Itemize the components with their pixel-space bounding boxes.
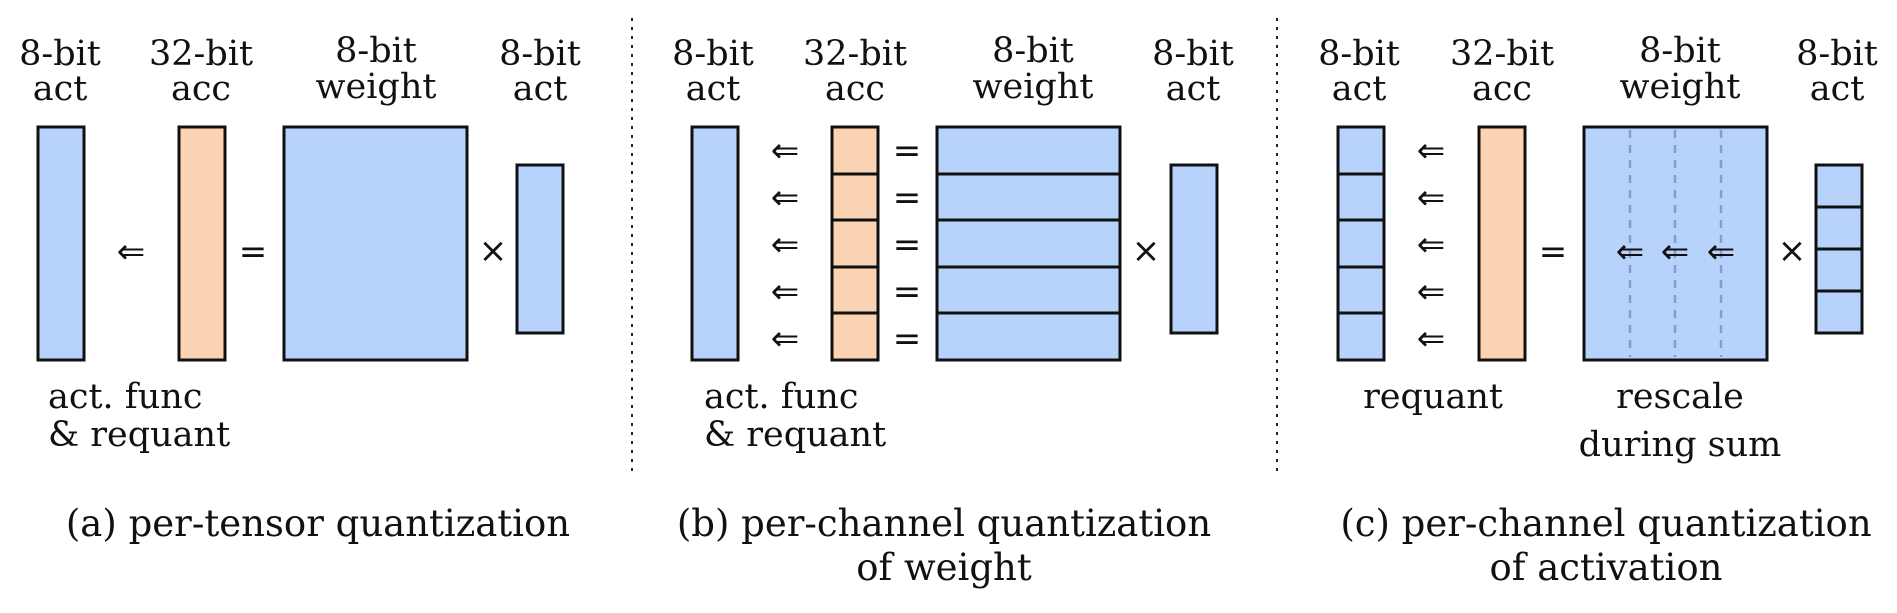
input-act-label-bottom: act: [1166, 69, 1221, 109]
requant-arrow: ⇐: [1417, 272, 1446, 312]
input-act-label-top: 8-bit: [1152, 34, 1234, 74]
times-sign: ×: [479, 231, 508, 271]
requant-arrow: ⇐: [771, 178, 800, 218]
acc-label-bottom: acc: [1472, 69, 1532, 109]
equals-sign: =: [893, 178, 922, 218]
requant-arrow: ⇐: [1417, 178, 1446, 218]
caption-c-line-1: (c) per-channel quantization: [1340, 502, 1871, 545]
note-line-1: act. func: [704, 377, 858, 417]
act-label-top: 8-bit: [672, 34, 754, 74]
act-label-bottom: act: [33, 69, 88, 109]
output-activation-bar: [36, 125, 86, 362]
rescale-note-line-1: rescale: [1616, 377, 1744, 417]
note-line-2: & requant: [704, 415, 886, 455]
caption-b-line-1: (b) per-channel quantization: [677, 502, 1211, 545]
input-activation-bar: [1169, 163, 1219, 335]
equals-sign: =: [893, 319, 922, 359]
acc-label-bottom: acc: [825, 69, 885, 109]
equals-sign: =: [239, 232, 268, 272]
requant-arrow: ⇐: [771, 131, 800, 171]
rescale-arrows: ⇐ ⇐ ⇐: [1616, 232, 1736, 272]
output-activation-bar: [690, 125, 740, 362]
caption-a: (a) per-tensor quantization: [66, 502, 570, 545]
caption-c-line-2: of activation: [1490, 546, 1723, 589]
note-line-2: & requant: [48, 415, 230, 455]
requant-arrow: ⇐: [771, 272, 800, 312]
acc-label-top: 32-bit: [149, 34, 253, 74]
panel-a: 8-bit act 32-bit acc 8-bit weight 8-bit …: [19, 31, 581, 545]
weight-label-bottom: weight: [973, 67, 1094, 107]
rescale-arrow: ⇐: [1661, 232, 1690, 272]
weight-matrix: [935, 125, 1122, 362]
requant-arrow: ⇐: [771, 225, 800, 265]
weight-label-top: 8-bit: [992, 31, 1074, 71]
requant-arrow: ⇐: [771, 319, 800, 359]
weight-label-top: 8-bit: [335, 31, 417, 71]
input-activation-bar: [515, 163, 565, 335]
requant-arrows: ⇐ ⇐ ⇐ ⇐ ⇐: [771, 131, 800, 359]
requant-arrow: ⇐: [1417, 225, 1446, 265]
times-sign: ×: [1778, 231, 1807, 271]
equals-sign: =: [893, 131, 922, 171]
weight-label-bottom: weight: [316, 67, 437, 107]
times-sign: ×: [1132, 231, 1161, 271]
act-label-top: 8-bit: [19, 34, 101, 74]
rescale-arrow: ⇐: [1707, 232, 1736, 272]
requant-arrow: ⇐: [1417, 319, 1446, 359]
weight-matrix: [282, 125, 469, 362]
equals-signs: = = = = =: [893, 131, 922, 359]
accumulator-bar: [830, 125, 880, 362]
input-act-label-bottom: act: [1810, 69, 1865, 109]
output-activation-bar: [1336, 125, 1386, 362]
requant-arrow: ⇐: [117, 232, 146, 272]
requant-arrows: ⇐ ⇐ ⇐ ⇐ ⇐: [1417, 131, 1446, 359]
accumulator-bar: [177, 125, 227, 362]
accumulator-bar: [1477, 125, 1527, 362]
note-line-1: act. func: [48, 377, 202, 417]
act-label-top: 8-bit: [1318, 34, 1400, 74]
weight-label-bottom: weight: [1620, 67, 1741, 107]
input-act-label-top: 8-bit: [499, 34, 581, 74]
requant-note: requant: [1363, 377, 1503, 417]
rescale-arrow: ⇐: [1616, 232, 1645, 272]
requant-arrow: ⇐: [1417, 131, 1446, 171]
rescale-note-line-2: during sum: [1579, 425, 1782, 465]
panel-c: 8-bit act 32-bit acc 8-bit weight 8-bit …: [1318, 31, 1878, 589]
act-label-bottom: act: [686, 69, 741, 109]
equals-sign: =: [893, 225, 922, 265]
weight-label-top: 8-bit: [1639, 31, 1721, 71]
act-label-bottom: act: [1332, 69, 1387, 109]
equals-sign: =: [1539, 232, 1568, 272]
acc-label-bottom: acc: [171, 69, 231, 109]
input-act-label-top: 8-bit: [1796, 34, 1878, 74]
equals-sign: =: [893, 272, 922, 312]
acc-label-top: 32-bit: [1450, 34, 1554, 74]
caption-b-line-2: of weight: [856, 546, 1032, 589]
acc-label-top: 32-bit: [803, 34, 907, 74]
panel-b: 8-bit act 32-bit acc 8-bit weight 8-bit …: [672, 31, 1234, 589]
input-act-label-bottom: act: [513, 69, 568, 109]
